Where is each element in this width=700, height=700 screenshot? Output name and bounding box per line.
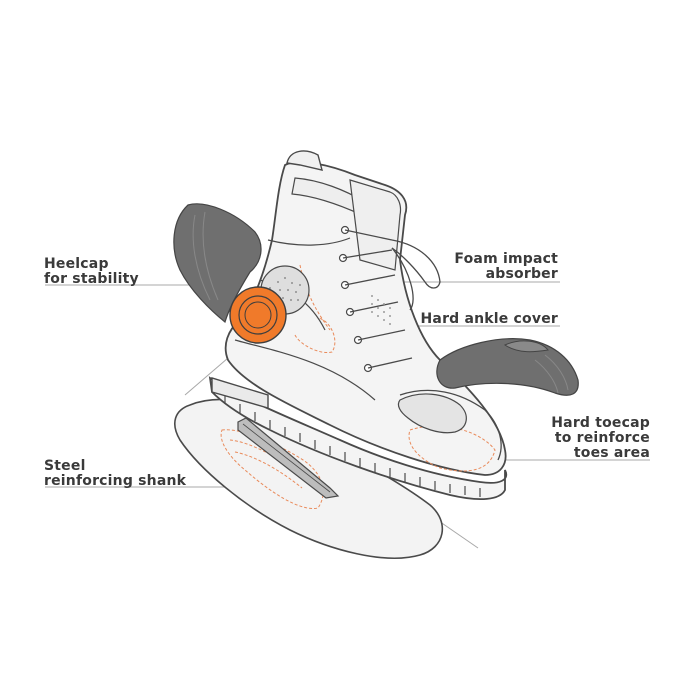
label-ankle: Hard ankle cover [410,312,558,327]
label-foam: Foam impact absorber [440,252,558,282]
label-toecap-line2: to reinforce [554,430,650,446]
label-shank-line2: reinforcing shank [44,473,187,489]
toecap [436,338,579,396]
label-foam-line2: absorber [485,266,558,282]
label-shank: Steel reinforcing shank [44,459,186,489]
guide-line-1 [184,351,236,396]
boot-body [208,150,508,501]
label-foam-line1: Foam impact [454,251,558,267]
label-toecap-line1: Hard toecap [551,415,650,431]
label-toecap: Hard toecap to reinforce toes area [540,416,650,461]
ankle-cover [229,286,287,344]
label-heelcap: Heelcap for stability [44,257,139,287]
label-shank-line1: Steel [44,458,86,474]
label-toecap-line3: toes area [573,445,650,461]
label-ankle-line1: Hard ankle cover [420,311,558,327]
label-heelcap-line1: Heelcap [44,256,109,272]
label-heelcap-line2: for stability [44,271,139,287]
